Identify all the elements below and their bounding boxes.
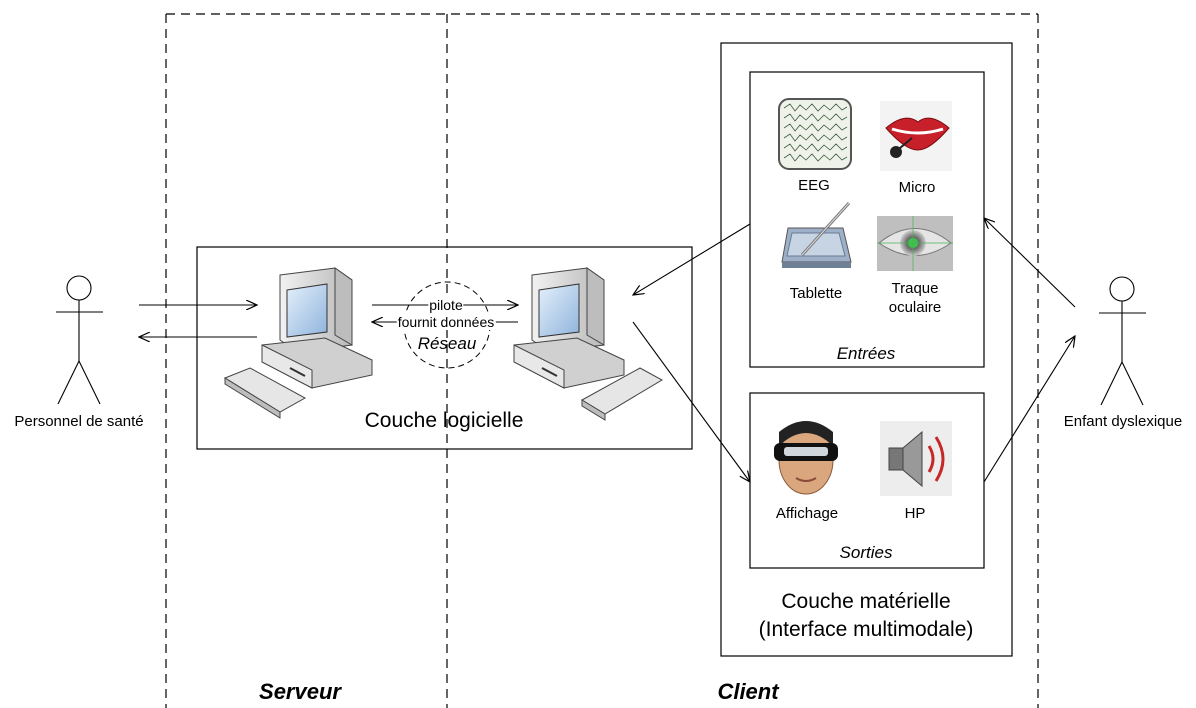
eeg-icon (778, 98, 852, 170)
hardware-layer-box (720, 42, 1013, 657)
micro-label: Micro (898, 179, 936, 196)
pilot-arrow-label: pilote (428, 297, 464, 313)
tablet-label: Tablette (789, 285, 843, 302)
eye-tracker-icon (877, 216, 953, 271)
speaker-icon (880, 421, 952, 496)
client-region-label: Client (717, 679, 779, 704)
eye-tracker-label-line1: Traque (891, 280, 939, 297)
speaker-label: HP (904, 505, 926, 522)
health-staff-figure (56, 275, 103, 405)
child-to-inputs-arrow (984, 218, 1076, 308)
network-label: Réseau (417, 334, 477, 353)
inputs-to-client-arrow (633, 223, 751, 295)
headset-display-icon (774, 421, 838, 495)
outputs-to-child-arrow (983, 336, 1075, 483)
tablet-icon (781, 201, 852, 268)
region-boundaries (165, 13, 1039, 708)
dyslexic-child-figure (1099, 276, 1146, 406)
eye-tracker-label-line2: oculaire (888, 299, 942, 316)
hardware-layer-title-line2: (Interface multimodale) (758, 618, 974, 641)
hardware-layer-title-line1: Couche matérielle (781, 590, 951, 613)
dyslexic-child-label: Enfant dyslexique (1063, 413, 1183, 430)
inputs-title: Entrées (836, 344, 896, 363)
software-layer-title: Couche logicielle (364, 409, 524, 432)
data-arrow-label: fournit données (396, 314, 496, 330)
server-computer-icon (223, 267, 373, 419)
client-to-outputs-arrow (632, 321, 750, 482)
eeg-label: EEG (798, 177, 830, 194)
health-staff-label: Personnel de santé (14, 413, 144, 430)
client-computer-icon (513, 267, 664, 421)
server-region-label: Serveur (259, 679, 341, 704)
outputs-title: Sorties (839, 543, 893, 562)
microphone-icon (880, 101, 952, 171)
software-layer-box (196, 246, 693, 450)
display-label: Affichage (775, 505, 839, 522)
